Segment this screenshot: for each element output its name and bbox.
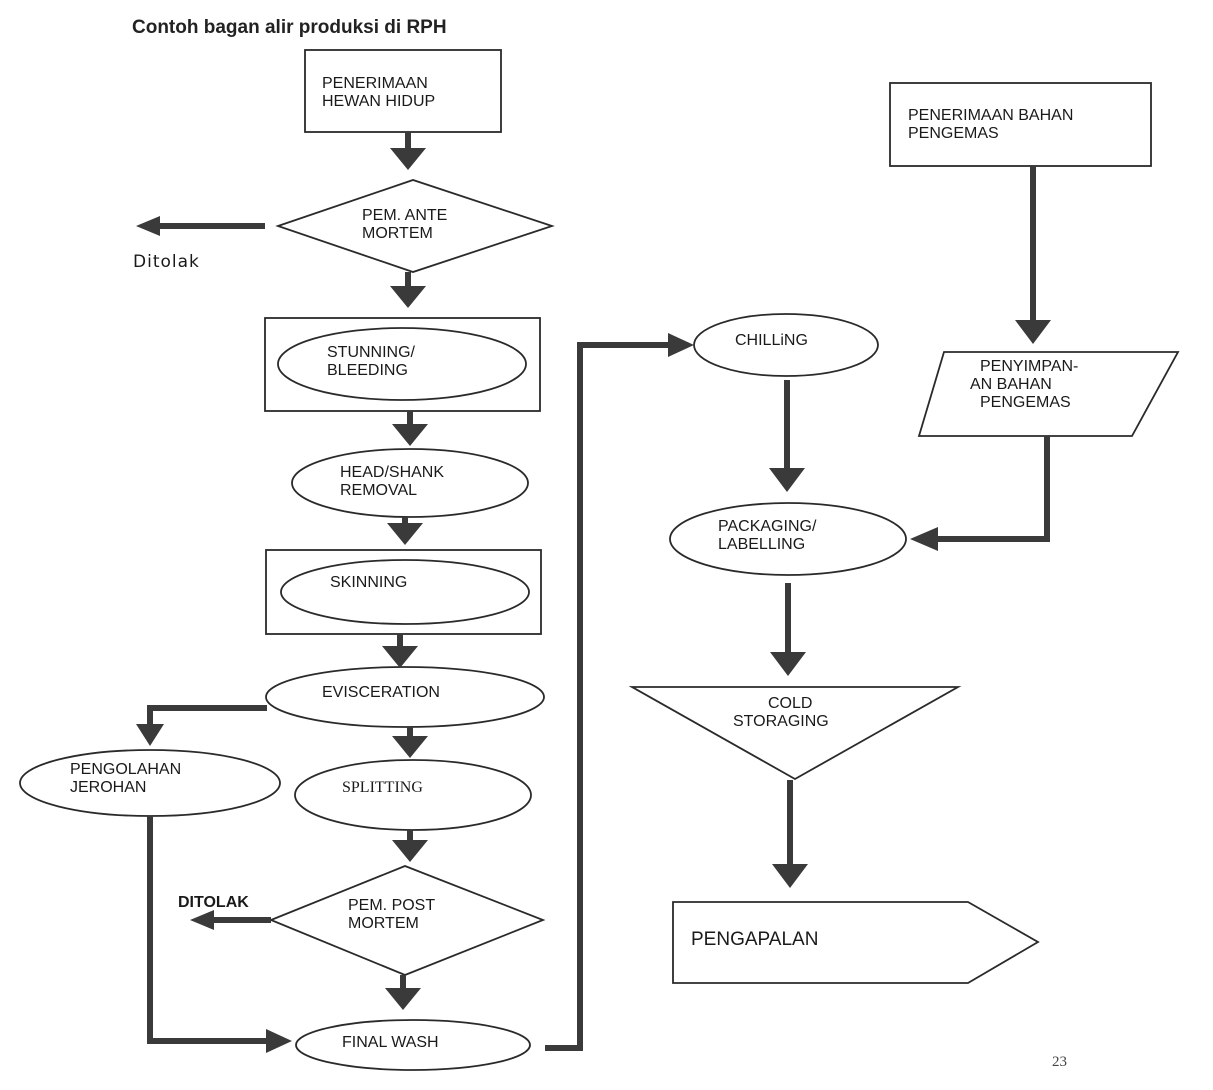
node-label: PENGEMAS (908, 125, 999, 142)
svg-text:HEAD/SHANK: HEAD/SHANK (340, 464, 444, 481)
node-stunning-bleeding: STUNNING/ BLEEDING (264, 317, 541, 412)
node-label: REMOVAL (340, 482, 417, 499)
node-label: JEROHAN (70, 779, 146, 796)
node-label: PENGAPALAN (691, 929, 818, 950)
node-label: STUNNING/ (327, 344, 416, 361)
svg-text:PENGOLAHAN: PENGOLAHAN (70, 761, 181, 778)
node-penerimaan-hewan-hidup: PENERIMAAN HEWAN HIDUP (304, 49, 502, 133)
arrowhead-icon (910, 527, 938, 551)
arrowhead-icon (392, 424, 428, 446)
node-label: FINAL WASH (342, 1034, 439, 1051)
svg-text:HEWAN HIDUP: HEWAN HIDUP (322, 93, 435, 110)
svg-text:PACKAGING/: PACKAGING/ (718, 518, 817, 535)
node-packaging-labelling: PACKAGING/ LABELLING (669, 502, 907, 576)
svg-text:STORAGING: STORAGING (733, 713, 829, 730)
svg-text:AN BAHAN: AN BAHAN (970, 376, 1052, 393)
svg-text:PENERIMAAN BAHAN: PENERIMAAN BAHAN (908, 107, 1073, 124)
svg-text:CHILLiNG: CHILLiNG (735, 332, 808, 349)
node-label: HEAD/SHANK (340, 464, 444, 481)
arrowhead-icon (392, 736, 428, 758)
svg-text:BLEEDING: BLEEDING (327, 362, 408, 379)
arrowhead-icon (136, 724, 164, 746)
arrowhead-icon (770, 652, 806, 676)
svg-text:PEM. POST: PEM. POST (348, 897, 435, 914)
arrowhead-icon (390, 286, 426, 308)
arrowhead-icon (772, 864, 808, 888)
node-final-wash: FINAL WASH (295, 1019, 531, 1071)
arrow-evisceration-to-jerohan (147, 705, 267, 726)
svg-text:JEROHAN: JEROHAN (70, 779, 146, 796)
svg-text:PENYIMPAN-: PENYIMPAN- (980, 358, 1078, 375)
page-number: 23 (1052, 1054, 1067, 1070)
node-label: PEM. ANTE (362, 207, 447, 224)
svg-text:PEM. ANTE: PEM. ANTE (362, 207, 447, 224)
svg-text:MORTEM: MORTEM (348, 915, 419, 932)
node-label: PENERIMAAN (322, 75, 428, 92)
arrow-penyimpanan-to-packaging (936, 436, 1050, 542)
svg-text:FINAL WASH: FINAL WASH (342, 1034, 439, 1051)
node-splitting: SPLITTING (294, 759, 532, 831)
node-label: PENGOLAHAN (70, 761, 181, 778)
node-cold-storaging: COLD STORAGING (628, 686, 962, 781)
node-skinning: SKINNING (265, 549, 542, 635)
node-label: SPLITTING (342, 779, 423, 796)
arrowhead-icon (769, 468, 805, 492)
node-label: SKINNING (330, 574, 407, 591)
svg-text:PENGAPALAN: PENGAPALAN (691, 929, 818, 950)
node-pengolahan-jerohan: PENGOLAHAN JEROHAN (19, 749, 281, 817)
node-label: LABELLING (718, 536, 805, 553)
arrowhead-icon (387, 523, 423, 545)
arrow-jerohan-to-finalwash (147, 816, 268, 1044)
arrowhead-icon (392, 840, 428, 862)
node-label: CHILLiNG (735, 332, 808, 349)
svg-text:SKINNING: SKINNING (330, 574, 407, 591)
arrowhead-icon (668, 333, 694, 357)
ditolak-label-1: Ditolak (133, 252, 200, 272)
node-post-mortem: PEM. POST MORTEM (268, 865, 546, 976)
arrow-finalwash-to-chilling (545, 342, 670, 1051)
node-label: EVISCERATION (322, 684, 440, 701)
node-label: AN BAHAN (970, 376, 1052, 393)
node-label: PENYIMPAN- (980, 358, 1078, 375)
node-penerimaan-bahan-pengemas: PENERIMAAN BAHAN PENGEMAS (889, 82, 1152, 167)
node-penyimpanan-bahan-pengemas: PENYIMPAN- AN BAHAN PENGEMAS (917, 351, 1180, 437)
arrowhead-icon (266, 1029, 292, 1053)
node-label: MORTEM (362, 225, 433, 242)
node-pengapalan: PENGAPALAN (672, 901, 1040, 984)
arrowhead-icon (390, 148, 426, 170)
node-ante-mortem: PEM. ANTE MORTEM (275, 179, 555, 273)
node-label: HEWAN HIDUP (322, 93, 435, 110)
node-head-shank-removal: HEAD/SHANK REMOVAL (291, 448, 529, 518)
node-label: STORAGING (733, 713, 829, 730)
node-label: BLEEDING (327, 362, 408, 379)
arrowhead-icon (382, 646, 418, 668)
svg-text:MORTEM: MORTEM (362, 225, 433, 242)
diagram-title: Contoh bagan alir produksi di RPH (132, 17, 447, 38)
node-label: MORTEM (348, 915, 419, 932)
svg-text:REMOVAL: REMOVAL (340, 482, 417, 499)
node-evisceration: EVISCERATION (265, 666, 545, 728)
svg-text:STUNNING/: STUNNING/ (327, 344, 416, 361)
ditolak-label-2: DITOLAK (178, 894, 249, 911)
node-label: PACKAGING/ (718, 518, 817, 535)
svg-text:PENGEMAS: PENGEMAS (908, 125, 999, 142)
arrowhead-icon (385, 988, 421, 1010)
node-chilling: CHILLiNG (693, 313, 879, 377)
arrowhead-icon (1015, 320, 1051, 344)
svg-text:PENERIMAAN: PENERIMAAN (322, 75, 428, 92)
arrowhead-icon (190, 910, 214, 930)
node-label: PEM. POST (348, 897, 435, 914)
connectors (136, 132, 1051, 1053)
svg-text:SPLITTING: SPLITTING (342, 779, 423, 796)
svg-text:LABELLING: LABELLING (718, 536, 805, 553)
node-label: PENERIMAAN BAHAN (908, 107, 1073, 124)
node-label: PENGEMAS (980, 394, 1071, 411)
arrowhead-icon (136, 216, 160, 236)
svg-text:COLD: COLD (768, 695, 812, 712)
node-label: COLD (768, 695, 812, 712)
svg-text:EVISCERATION: EVISCERATION (322, 684, 440, 701)
svg-text:PENGEMAS: PENGEMAS (980, 394, 1071, 411)
